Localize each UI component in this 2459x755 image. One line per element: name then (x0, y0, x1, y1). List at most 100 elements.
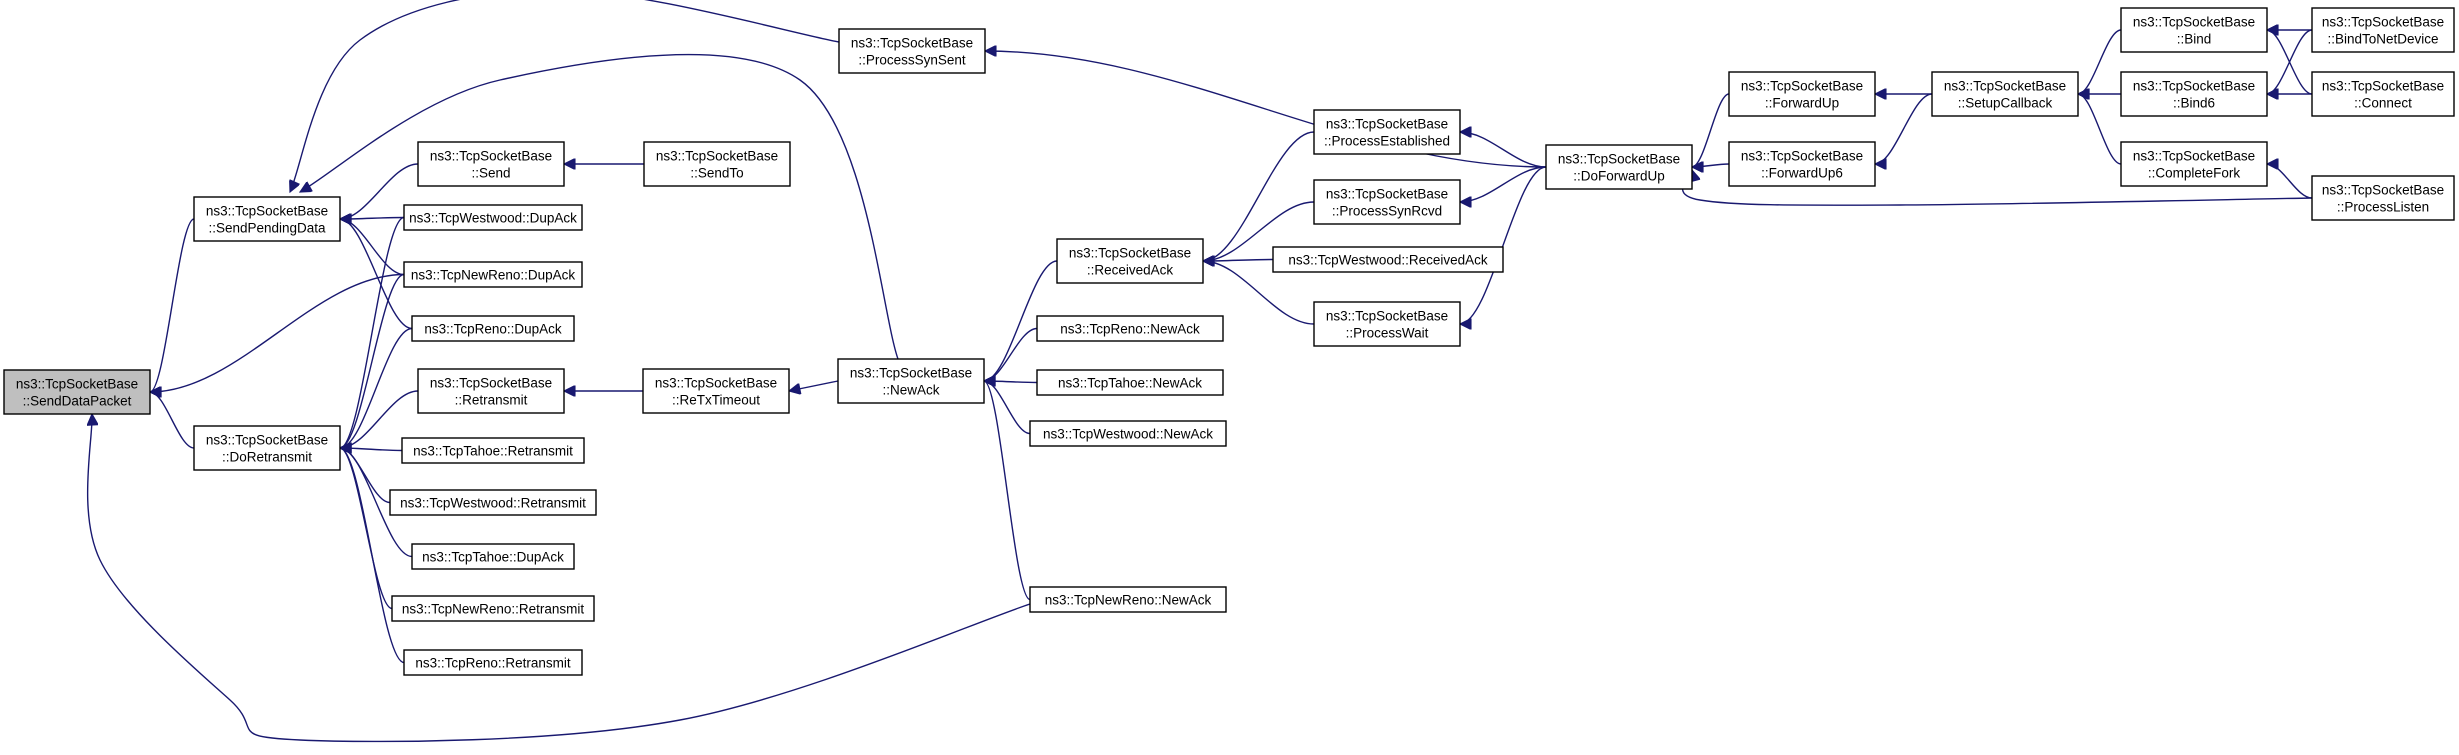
graph-node-twra[interactable]: ns3::TcpWestwood::ReceivedAck (1272, 246, 1504, 273)
edge-pl-to-cf (2267, 164, 2313, 199)
edge-dfu-to-psr (1460, 166, 1547, 202)
graph-node-pe[interactable]: ns3::TcpSocketBase::ProcessEstablished (1313, 109, 1461, 155)
graph-node-fu[interactable]: ns3::TcpSocketBase::ForwardUp (1728, 71, 1876, 117)
node-box (837, 358, 985, 404)
edge-trda-to-spd (340, 219, 413, 330)
graph-node-ttr[interactable]: ns3::TcpTahoe::Retransmit (401, 437, 585, 464)
graph-node-sdp[interactable]: ns3::TcpSocketBase::SendDataPacket (3, 369, 151, 415)
node-box (1029, 586, 1227, 613)
edge-pss-to-spd (290, 0, 840, 192)
node-box (1056, 238, 1204, 284)
graph-node-retr[interactable]: ns3::TcpSocketBase::Retransmit (417, 368, 565, 414)
node-box (411, 315, 575, 342)
edge-fu6-to-dfu (1692, 164, 1730, 167)
graph-node-ra[interactable]: ns3::TcpSocketBase::ReceivedAck (1056, 238, 1204, 284)
graph-node-pl[interactable]: ns3::TcpSocketBase::ProcessListen (2311, 175, 2455, 221)
node-label: ns3::TcpNewReno::DupAck (411, 268, 576, 283)
edge-twda-to-spd (340, 218, 405, 220)
node-label: ::ProcessSynSent (858, 53, 966, 68)
node-label: ns3::TcpSocketBase (1326, 309, 1448, 324)
node-label: ::SendDataPacket (23, 394, 132, 409)
node-label: ::Bind6 (2173, 96, 2215, 111)
graph-node-spd[interactable]: ns3::TcpSocketBase::SendPendingData (193, 196, 341, 242)
node-label: ns3::TcpReno::NewAck (1060, 322, 1200, 337)
edge-twna-to-newack (984, 381, 1031, 435)
node-box (193, 196, 341, 242)
edge-pw-to-ra (1203, 261, 1315, 325)
node-label: ns3::TcpTahoe::NewAck (1058, 376, 1202, 391)
node-label: ns3::TcpSocketBase (16, 377, 138, 392)
node-box (1272, 246, 1504, 273)
node-box (2311, 175, 2455, 221)
node-label: ns3::TcpSocketBase (656, 149, 778, 164)
graph-node-trda[interactable]: ns3::TcpReno::DupAck (411, 315, 575, 342)
graph-node-btnd[interactable]: ns3::TcpSocketBase::BindToNetDevice (2311, 7, 2455, 53)
node-label: ::CompleteFork (2148, 166, 2241, 181)
node-label: ns3::TcpSocketBase (1326, 187, 1448, 202)
node-label: ns3::TcpSocketBase (1944, 79, 2066, 94)
node-box (403, 204, 583, 231)
edge-scb-to-fu6 (1875, 93, 1933, 164)
graph-node-sendto[interactable]: ns3::TcpSocketBase::SendTo (643, 141, 791, 187)
node-box (643, 141, 791, 187)
edge-spd-to-sdp (150, 218, 195, 392)
graph-node-scb[interactable]: ns3::TcpSocketBase::SetupCallback (1931, 71, 2079, 117)
graph-node-bind[interactable]: ns3::TcpSocketBase::Bind (2120, 7, 2268, 53)
edge-ttr-to-dre (340, 448, 403, 451)
node-box (1036, 369, 1224, 396)
node-box (1313, 179, 1461, 225)
node-label: ns3::TcpReno::DupAck (424, 322, 562, 337)
graph-node-ttda[interactable]: ns3::TcpTahoe::DupAck (411, 543, 575, 570)
node-label: ns3::TcpWestwood::Retransmit (400, 496, 586, 511)
node-box (3, 369, 151, 415)
graph-node-dre[interactable]: ns3::TcpSocketBase::DoRetransmit (193, 425, 341, 471)
node-box (2311, 71, 2455, 117)
node-label: ::DoForwardUp (1573, 169, 1665, 184)
node-label: ns3::TcpSocketBase (2133, 79, 2255, 94)
node-label: ::NewAck (882, 383, 939, 398)
graph-node-pss[interactable]: ns3::TcpSocketBase::ProcessSynSent (838, 28, 986, 74)
graph-node-psr[interactable]: ns3::TcpSocketBase::ProcessSynRcvd (1313, 179, 1461, 225)
edge-tnrda-to-dre (340, 273, 405, 449)
graph-node-send[interactable]: ns3::TcpSocketBase::Send (417, 141, 565, 187)
graph-node-twda[interactable]: ns3::TcpWestwood::DupAck (403, 204, 583, 231)
graph-node-tnrda[interactable]: ns3::TcpNewReno::DupAck (403, 261, 583, 288)
edge-tnrda-to-sdp (150, 273, 405, 393)
edge-dfu-to-pe (1460, 132, 1547, 168)
node-box (389, 489, 597, 516)
graph-node-newack[interactable]: ns3::TcpSocketBase::NewAck (837, 358, 985, 404)
node-label: ::SendTo (690, 166, 743, 181)
graph-node-cf[interactable]: ns3::TcpSocketBase::CompleteFork (2120, 141, 2268, 187)
graph-node-conn[interactable]: ns3::TcpSocketBase::Connect (2311, 71, 2455, 117)
node-label: ::ForwardUp6 (1761, 166, 1843, 181)
graph-node-twna[interactable]: ns3::TcpWestwood::NewAck (1029, 420, 1227, 447)
graph-node-ttna[interactable]: ns3::TcpTahoe::NewAck (1036, 369, 1224, 396)
nodes-layer: ns3::TcpSocketBase::SendDataPacketns3::T… (3, 7, 2455, 676)
node-label: ns3::TcpSocketBase (1558, 152, 1680, 167)
graph-node-tnrna[interactable]: ns3::TcpNewReno::NewAck (1029, 586, 1227, 613)
node-box (411, 543, 575, 570)
graph-node-rtx[interactable]: ns3::TcpSocketBase::ReTxTimeout (642, 368, 790, 414)
node-label: ns3::TcpWestwood::ReceivedAck (1288, 253, 1488, 268)
graph-node-dfu[interactable]: ns3::TcpSocketBase::DoForwardUp (1545, 144, 1693, 190)
graph-node-twr[interactable]: ns3::TcpWestwood::Retransmit (389, 489, 597, 516)
graph-node-trr[interactable]: ns3::TcpReno::Retransmit (403, 649, 583, 676)
node-label: ::Connect (2354, 96, 2412, 111)
node-label: ns3::TcpSocketBase (1741, 149, 1863, 164)
node-label: ::ProcessSynRcvd (1332, 204, 1442, 219)
node-box (838, 28, 986, 74)
graph-node-bind6[interactable]: ns3::TcpSocketBase::Bind6 (2120, 71, 2268, 117)
node-label: ns3::TcpSocketBase (851, 36, 973, 51)
node-label: ::ProcessWait (1346, 326, 1429, 341)
graph-node-fu6[interactable]: ns3::TcpSocketBase::ForwardUp6 (1728, 141, 1876, 187)
edge-ttna-to-newack (984, 381, 1038, 383)
node-label: ::SetupCallback (1958, 96, 2053, 111)
node-label: ns3::TcpSocketBase (1326, 117, 1448, 132)
edge-tnrna-to-sdp (88, 414, 1031, 743)
graph-node-trna[interactable]: ns3::TcpReno::NewAck (1036, 315, 1224, 342)
graph-node-pw[interactable]: ns3::TcpSocketBase::ProcessWait (1313, 301, 1461, 347)
edge-tnrna-to-newack (984, 381, 1031, 601)
edge-newack-to-spd (300, 53, 899, 360)
edge-dre-to-sdp (150, 392, 195, 449)
graph-node-tnrr[interactable]: ns3::TcpNewReno::Retransmit (391, 595, 595, 622)
